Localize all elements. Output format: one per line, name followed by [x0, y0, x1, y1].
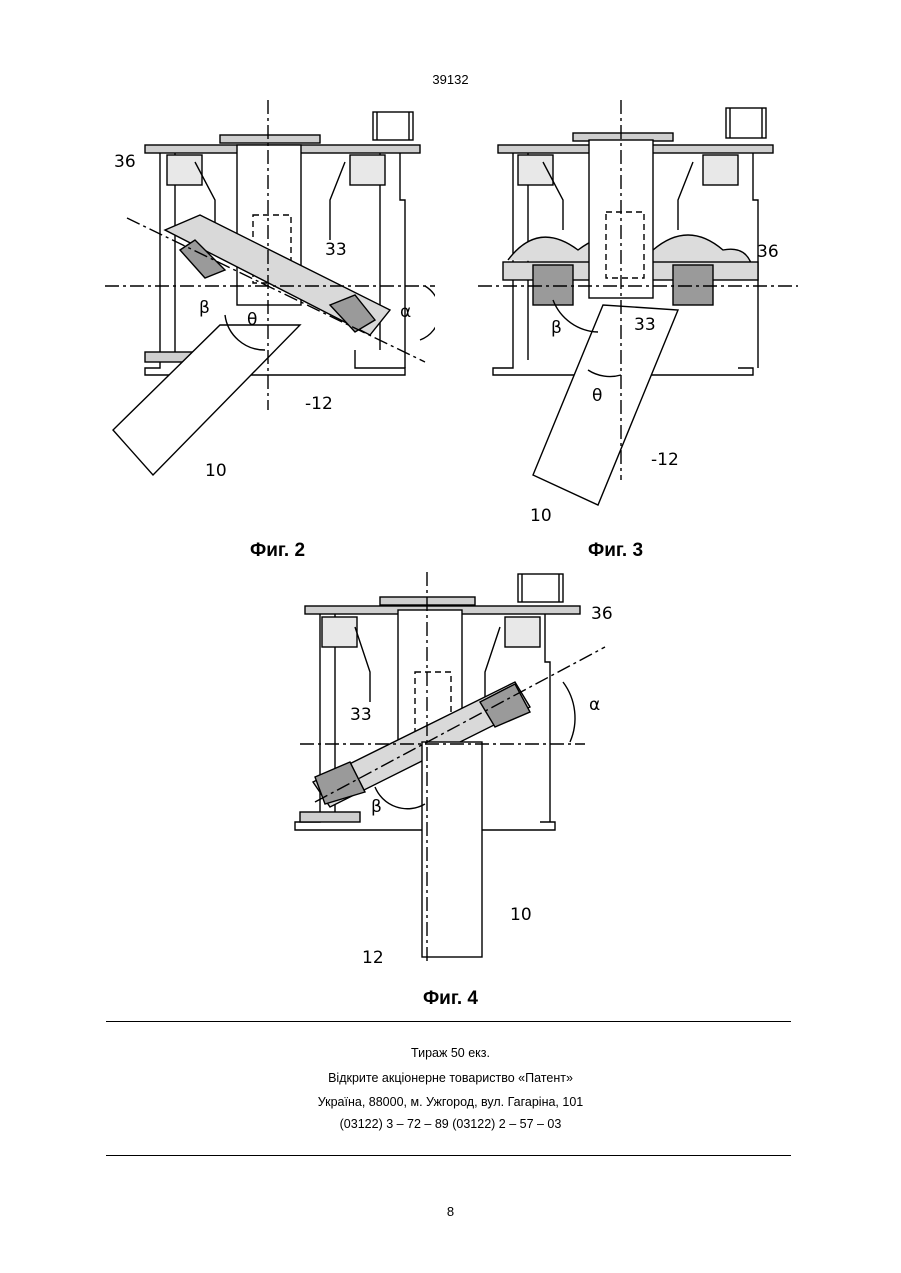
fig2-label-10: 10	[205, 461, 227, 481]
imprint-publisher: Відкрите акціонерне товариство «Патент»	[0, 1071, 901, 1085]
figure-2-drawing	[105, 100, 435, 530]
fig2-label-alpha: α	[400, 302, 411, 322]
fig2-label-36: 36	[114, 152, 136, 172]
fig4-caption: Фиг. 4	[0, 988, 901, 1010]
fig3-label-12: -12	[651, 450, 679, 470]
fig2-label-beta: β	[199, 298, 210, 318]
imprint-print-run: Тираж 50 екз.	[0, 1046, 901, 1060]
fig3-label-theta: θ	[592, 386, 602, 406]
fig3-caption: Фиг. 3	[588, 540, 643, 562]
fig2-label-33: 33	[325, 240, 347, 260]
divider-bottom	[106, 1155, 791, 1156]
fig4-label-33: 33	[350, 705, 372, 725]
divider-top	[106, 1021, 791, 1022]
figure-4-drawing	[285, 572, 625, 972]
page-number: 8	[0, 1204, 901, 1219]
fig3-label-beta: β	[551, 318, 562, 338]
fig2-label-12: -12	[305, 394, 333, 414]
fig2-caption: Фиг. 2	[250, 540, 305, 562]
fig4-label-alpha: α	[589, 695, 600, 715]
fig4-label-36: 36	[591, 604, 613, 624]
imprint-phones: (03122) 3 – 72 – 89 (03122) 2 – 57 – 03	[0, 1117, 901, 1131]
fig3-label-36: 36	[757, 242, 779, 262]
fig4-label-12: 12	[362, 948, 384, 968]
fig4-label-beta: β	[371, 797, 382, 817]
fig3-label-33: 33	[634, 315, 656, 335]
fig3-label-10: 10	[530, 506, 552, 526]
fig4-label-10: 10	[510, 905, 532, 925]
patent-number: 39132	[0, 72, 901, 87]
imprint-address: Україна, 88000, м. Ужгород, вул. Гагарін…	[0, 1095, 901, 1109]
fig2-label-theta: θ	[247, 310, 257, 330]
